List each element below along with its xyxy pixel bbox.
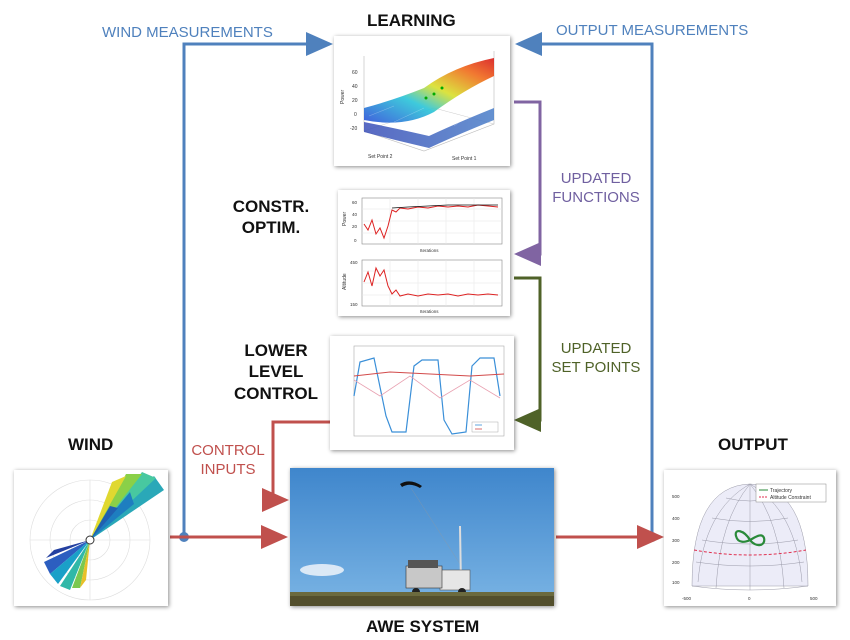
updated-setpoints-arrow xyxy=(514,276,542,432)
lower-level-control-plot xyxy=(330,336,514,450)
output-measurements-label: OUTPUT MEASUREMENTS xyxy=(556,22,749,39)
output-ytick-0: 500 xyxy=(672,494,680,499)
top-ytick-2: 20 xyxy=(352,224,358,229)
z-tick-2: 20 xyxy=(352,98,358,104)
top-ytick-0: 60 xyxy=(352,200,358,205)
wind-title: WIND xyxy=(68,435,114,454)
constr-title-line2: OPTIM. xyxy=(241,218,301,238)
updated-setpoints-label: UPDATED SET POINTS xyxy=(544,340,648,378)
top-ytick-1: 40 xyxy=(352,212,358,217)
constr-optim-plot: Power 60 40 20 0 Iterations Altitude 450… xyxy=(338,190,510,316)
z-tick-3: 0 xyxy=(354,112,357,118)
updated-functions-line2: FUNCTIONS xyxy=(552,188,640,206)
kite-shape xyxy=(400,481,422,488)
lower-title-line3: CONTROL xyxy=(233,383,319,403)
wind-rose-plot xyxy=(14,470,168,606)
z-tick-4: -20 xyxy=(350,126,357,132)
control-signal-pink xyxy=(353,375,501,399)
output-ytick-2: 400 xyxy=(672,516,680,521)
output-xtick-2: 500 xyxy=(810,596,818,601)
updated-setpoints-line1: UPDATED xyxy=(560,340,632,357)
y-axis-label: Set Point 2 xyxy=(368,154,393,160)
awe-system-title: AWE SYSTEM xyxy=(366,617,480,636)
lower-title-line1: LOWER xyxy=(244,341,308,360)
wind-rose-petals xyxy=(44,472,164,590)
output-hemisphere-plot: Trajectory Altitude Constraint 500 400 3… xyxy=(664,470,836,606)
lower-surface xyxy=(364,108,494,148)
altitude-constraint-line xyxy=(693,549,807,556)
wind-measurements-label: WIND MEASUREMENTS xyxy=(102,24,273,41)
updated-functions-arrow xyxy=(514,100,542,266)
updated-functions-label: UPDATED FUNCTIONS xyxy=(548,170,644,208)
lower-level-control-title: LOWER LEVEL CONTROL xyxy=(228,340,324,404)
cloud-shape xyxy=(300,564,344,576)
updated-setpoints-line2: SET POINTS xyxy=(551,358,641,376)
altitude-series xyxy=(363,266,499,297)
wind-measurement-arrow xyxy=(182,32,333,537)
power-series xyxy=(363,204,499,240)
altitude-ylabel: Altitude xyxy=(342,273,348,290)
control-inputs-line1: CONTROL xyxy=(191,442,265,459)
z-tick-0: 60 xyxy=(352,70,358,76)
legend-trajectory: Trajectory xyxy=(770,488,793,494)
control-signal-blue xyxy=(353,357,501,435)
constr-title-line1: CONSTR. xyxy=(232,197,310,216)
awe-system-photo xyxy=(290,468,554,606)
control-inputs-label: CONTROL INPUTS xyxy=(186,442,270,480)
x-axis-label: Set Point 1 xyxy=(452,156,477,162)
control-signal-red xyxy=(353,371,505,377)
learning-surface-plot: 60 40 20 0 -20 Power Set Point 1 Set Poi… xyxy=(334,36,510,166)
control-inputs-arrow xyxy=(262,420,330,512)
bottom-ytick-0: 450 xyxy=(350,260,358,265)
output-xtick-0: -500 xyxy=(682,596,692,601)
output-xtick-1: 0 xyxy=(748,596,751,601)
updated-functions-line1: UPDATED xyxy=(560,170,632,187)
output-ytick-8: 100 xyxy=(672,580,680,585)
control-inputs-line2: INPUTS xyxy=(200,460,256,478)
figure-eight-trajectory xyxy=(734,530,766,547)
lower-title-line2: LEVEL xyxy=(248,362,304,382)
top-xlabel: Iterations xyxy=(420,248,439,253)
bottom-ytick-6: 150 xyxy=(350,302,358,307)
constr-optim-title: CONSTR. OPTIM. xyxy=(228,196,314,239)
top-ytick-3: 0 xyxy=(354,238,357,243)
z-axis-label: Power xyxy=(340,89,346,104)
output-measurement-arrow xyxy=(515,32,654,537)
truck-body xyxy=(439,569,471,591)
power-ylabel: Power xyxy=(342,211,348,226)
z-tick-1: 40 xyxy=(352,84,358,90)
output-title: OUTPUT xyxy=(718,435,788,454)
output-ytick-4: 300 xyxy=(672,538,680,543)
upper-surface xyxy=(364,58,494,123)
output-ytick-6: 200 xyxy=(672,560,680,565)
bottom-xlabel: Iterations xyxy=(420,309,439,314)
learning-title: LEARNING xyxy=(367,11,456,30)
legend-altitude-constraint: Altitude Constraint xyxy=(770,495,811,501)
